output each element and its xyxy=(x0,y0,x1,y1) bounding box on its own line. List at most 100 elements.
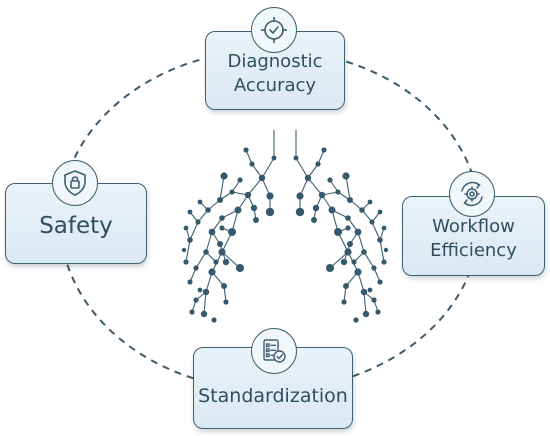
network-node xyxy=(229,189,235,195)
network-node xyxy=(200,310,208,318)
network-node xyxy=(249,161,255,167)
network-branch xyxy=(379,239,385,263)
network-node xyxy=(193,297,199,303)
network-node xyxy=(205,207,211,213)
gear-cycle-icon xyxy=(449,171,495,217)
network-node xyxy=(217,241,223,247)
network-node xyxy=(219,215,225,221)
network-node xyxy=(219,225,225,231)
network-node xyxy=(183,225,189,231)
network-node xyxy=(342,172,350,180)
network-node xyxy=(197,287,203,293)
diagnostic-accuracy-label-line1: Diagnostic xyxy=(227,50,323,72)
network-node xyxy=(234,206,242,214)
network-node xyxy=(258,174,266,182)
network-node xyxy=(367,287,373,293)
network-node xyxy=(236,264,244,272)
network-node xyxy=(381,259,387,265)
network-node xyxy=(197,199,203,205)
network-node xyxy=(371,265,377,271)
network-node xyxy=(211,317,217,323)
network-branch xyxy=(203,291,207,315)
network-node xyxy=(369,219,375,225)
network-node xyxy=(202,288,210,296)
network-node xyxy=(208,268,216,276)
network-branch xyxy=(189,221,199,241)
standardization-label: Standardization xyxy=(198,385,348,407)
network-node xyxy=(250,204,258,212)
network-node xyxy=(237,177,243,183)
network-node xyxy=(351,259,357,265)
network-branch xyxy=(363,291,367,315)
network-node xyxy=(359,207,365,213)
network-node xyxy=(228,228,236,236)
diagnostic-accuracy-label-line2: Accuracy xyxy=(233,74,317,96)
network-node xyxy=(208,228,216,236)
network-node xyxy=(213,259,219,265)
network-node xyxy=(222,258,230,266)
network-node xyxy=(381,225,387,231)
network-node xyxy=(296,192,304,200)
network-node xyxy=(321,147,327,153)
network-node xyxy=(367,199,373,205)
network-node xyxy=(335,189,341,195)
network-node xyxy=(217,197,223,203)
network-node xyxy=(223,299,229,305)
network-node xyxy=(243,147,249,153)
checklist-clipboard-icon xyxy=(251,328,297,374)
network-node xyxy=(187,209,193,215)
network-node xyxy=(253,217,259,223)
network-node xyxy=(318,191,326,199)
network-node xyxy=(311,217,317,223)
workflow-efficiency-label-line2: Efficiency xyxy=(430,240,517,261)
network-node xyxy=(347,197,353,203)
network-node xyxy=(218,248,226,256)
network-node xyxy=(195,219,201,225)
network-node xyxy=(181,247,187,253)
network-branch xyxy=(221,251,241,269)
network-node xyxy=(266,192,274,200)
network-node xyxy=(327,177,333,183)
network-node xyxy=(187,279,193,285)
network-node xyxy=(361,249,367,255)
network-node xyxy=(360,288,368,296)
network-node xyxy=(271,155,277,161)
network-node xyxy=(183,259,189,265)
network-branch xyxy=(261,157,275,179)
network-node xyxy=(340,258,348,266)
network-branch xyxy=(307,177,323,196)
network-node xyxy=(377,209,383,215)
shield-lock-icon xyxy=(52,160,98,206)
workflow-efficiency-label-line1: Workflow xyxy=(432,216,515,237)
network-branch xyxy=(363,251,375,269)
network-node xyxy=(345,225,351,231)
network-node xyxy=(362,310,370,318)
network-branch xyxy=(185,239,191,263)
network-node xyxy=(377,279,383,285)
network-node xyxy=(220,172,228,180)
network-branch xyxy=(371,221,381,241)
network-node xyxy=(326,264,334,272)
network-node xyxy=(265,207,275,217)
network-branch xyxy=(329,251,349,269)
network-node xyxy=(354,268,362,276)
network-branch xyxy=(357,231,365,253)
network-node xyxy=(203,249,209,255)
network-node xyxy=(377,237,383,243)
network-node xyxy=(221,283,227,289)
network-node xyxy=(187,237,193,243)
network-node xyxy=(353,317,359,323)
network-node xyxy=(295,207,305,217)
network-node xyxy=(371,297,377,303)
network-node xyxy=(312,204,320,212)
network-node xyxy=(375,309,381,315)
network-node xyxy=(304,174,312,182)
network-node xyxy=(334,228,342,236)
network-branch xyxy=(219,175,225,201)
network-node xyxy=(193,265,199,271)
network-node xyxy=(344,248,352,256)
target-check-icon xyxy=(251,7,297,53)
network-node xyxy=(341,299,347,305)
network-node xyxy=(345,215,351,221)
network-node xyxy=(347,241,353,247)
